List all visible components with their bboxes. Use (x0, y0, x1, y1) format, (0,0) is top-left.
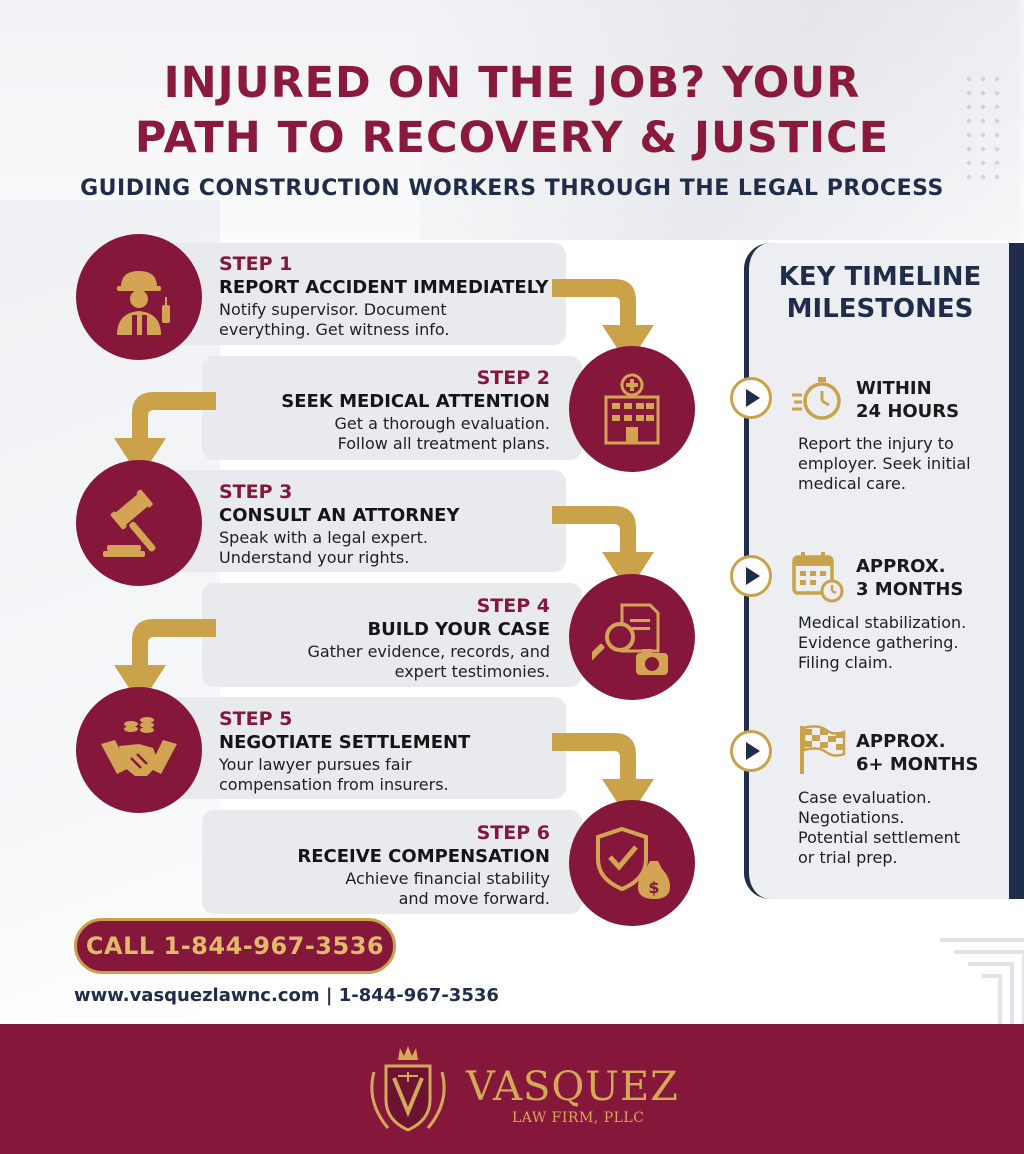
step-5-card (150, 697, 566, 799)
arrow-step-2-to-3 (114, 392, 216, 478)
milestone-2-description: Medical stabilization. Evidence gatherin… (798, 613, 998, 673)
step-4-circle (569, 574, 695, 700)
step-4-desc-line-2: expert testimonies. (394, 662, 550, 681)
timeline-title-line-1: KEY TIMELINE (778, 262, 982, 292)
step-4-card (202, 583, 582, 687)
checkered-flag-icon (800, 725, 846, 774)
milestone-3-heading: APPROX. 6+ MONTHS (856, 730, 978, 776)
step-3-desc-line-2: Understand your rights. (219, 548, 410, 567)
step-4-desc-line-1: Gather evidence, records, and (307, 642, 550, 661)
call-button[interactable]: CALL 1-844-967-3536 (74, 918, 396, 974)
step-3-text: STEP 3 CONSULT AN ATTORNEY Speak with a … (219, 480, 559, 568)
play-marker-icon (730, 730, 772, 772)
milestone-2-heading-line-1: APPROX. (856, 556, 946, 577)
construction-worker-icon (117, 271, 170, 335)
step-1-desc-line-2: everything. Get witness info. (219, 320, 450, 339)
step-1-desc-line-1: Notify supervisor. Document (219, 300, 447, 319)
background-diagonal-shape (420, 0, 1020, 240)
step-1-text: STEP 1 REPORT ACCIDENT IMMEDIATELY Notif… (219, 252, 559, 340)
stopwatch-icon (792, 377, 841, 420)
footer-brand-name: VASQUEZ (466, 1064, 679, 1110)
step-5-title: NEGOTIATE SETTLEMENT (219, 732, 471, 753)
milestone-1-desc-line-1: Report the injury to (798, 434, 954, 453)
step-2-title: SEEK MEDICAL ATTENTION (281, 391, 550, 412)
step-2-circle (569, 346, 695, 472)
step-3-desc-line-1: Speak with a legal expert. (219, 528, 428, 547)
law-firm-crest-logo (370, 1046, 446, 1132)
handshake-icon (101, 717, 177, 776)
milestone-3-desc-line-2: Negotiations. (798, 808, 905, 827)
milestone-2-desc-line-3: Filing claim. (798, 653, 893, 672)
step-6-card (202, 810, 582, 914)
milestone-3-desc-line-3: Potential settlement (798, 828, 961, 847)
arrow-step-4-to-5 (114, 619, 216, 705)
step-6-circle: $ (569, 800, 695, 926)
step-4-title: BUILD YOUR CASE (367, 619, 550, 640)
milestone-2-heading-line-2: 3 MONTHS (856, 579, 964, 600)
step-6-desc-line-2: and move forward. (398, 889, 550, 908)
step-1-title: REPORT ACCIDENT IMMEDIATELY (219, 277, 549, 298)
milestone-3-description: Case evaluation. Negotiations. Potential… (798, 788, 998, 868)
page-title-line-2: PATH TO RECOVERY & JUSTICE (134, 113, 890, 163)
footer-brand-subtitle: LAW FIRM, PLLC (512, 1110, 645, 1126)
milestone-2-desc-line-2: Evidence gathering. (798, 633, 959, 652)
step-4-label: STEP 4 (476, 595, 550, 617)
step-5-text: STEP 5 NEGOTIATE SETTLEMENT Your lawyer … (219, 707, 559, 795)
milestone-3-desc-line-1: Case evaluation. (798, 788, 932, 807)
milestone-1-description: Report the injury to employer. Seek init… (798, 434, 998, 494)
step-4-text: STEP 4 BUILD YOUR CASE Gather evidence, … (212, 594, 550, 682)
arrow-step-5-to-6 (552, 733, 654, 819)
step-2-desc-line-1: Get a thorough evaluation. (334, 414, 550, 433)
contact-info-link[interactable]: www.vasquezlawnc.com | 1-844-967-3536 (74, 985, 499, 1006)
milestone-1-heading-line-2: 24 HOURS (856, 401, 960, 422)
step-6-label: STEP 6 (476, 822, 550, 844)
step-3-label: STEP 3 (219, 481, 293, 503)
step-6-text: STEP 6 RECEIVE COMPENSATION Achieve fina… (212, 821, 550, 909)
step-2-text: STEP 2 SEEK MEDICAL ATTENTION Get a thor… (212, 366, 550, 454)
arrow-step-1-to-2 (552, 279, 654, 365)
step-1-label: STEP 1 (219, 253, 293, 275)
step-5-desc-line-1: Your lawyer pursues fair (219, 755, 412, 774)
step-2-desc-line-2: Follow all treatment plans. (337, 434, 550, 453)
decorative-dot-grid (962, 72, 1002, 182)
arrow-step-3-to-4 (552, 506, 654, 592)
milestone-2-desc-line-1: Medical stabilization. (798, 613, 967, 632)
milestone-3-heading-line-1: APPROX. (856, 731, 946, 752)
milestone-1-heading: WITHIN 24 HOURS (856, 377, 959, 423)
milestone-3-heading-line-2: 6+ MONTHS (856, 754, 979, 775)
timeline-title-line-2: MILESTONES (786, 294, 974, 324)
timeline-panel-edge (1009, 243, 1024, 899)
milestone-1-desc-line-3: medical care. (798, 474, 906, 493)
step-3-circle (76, 460, 202, 586)
milestone-2-heading: APPROX. 3 MONTHS (856, 555, 963, 601)
step-6-desc-line-1: Achieve financial stability (345, 869, 550, 888)
svg-text:$: $ (648, 878, 659, 897)
milestone-1-desc-line-2: employer. Seek initial (798, 454, 971, 473)
shield-money-icon: $ (596, 826, 670, 899)
timeline-title: KEY TIMELINE MILESTONES (752, 261, 1008, 325)
step-5-label: STEP 5 (219, 708, 293, 730)
step-1-circle (76, 234, 202, 360)
hospital-icon (604, 373, 660, 445)
step-5-desc-line-2: compensation from insurers. (219, 775, 449, 794)
footer-bar (0, 1024, 1024, 1154)
calendar-icon (792, 552, 844, 603)
step-3-card (150, 470, 566, 572)
milestone-3-desc-line-4: or trial prep. (798, 848, 898, 867)
gavel-icon (103, 489, 156, 557)
step-2-label: STEP 2 (476, 367, 550, 389)
step-5-circle (76, 687, 202, 813)
page-title-line-1: INJURED ON THE JOB? YOUR (163, 58, 861, 108)
step-1-card (150, 243, 566, 345)
page-subtitle: GUIDING CONSTRUCTION WORKERS THROUGH THE… (80, 176, 944, 201)
step-3-title: CONSULT AN ATTORNEY (219, 505, 460, 526)
play-marker-icon (730, 377, 772, 419)
play-marker-icon (730, 555, 772, 597)
evidence-magnifier-icon (592, 603, 668, 675)
decorative-corner-lines (940, 938, 1024, 1024)
step-6-title: RECEIVE COMPENSATION (297, 846, 550, 867)
milestone-1-heading-line-1: WITHIN (856, 378, 932, 399)
step-2-card (202, 356, 582, 460)
